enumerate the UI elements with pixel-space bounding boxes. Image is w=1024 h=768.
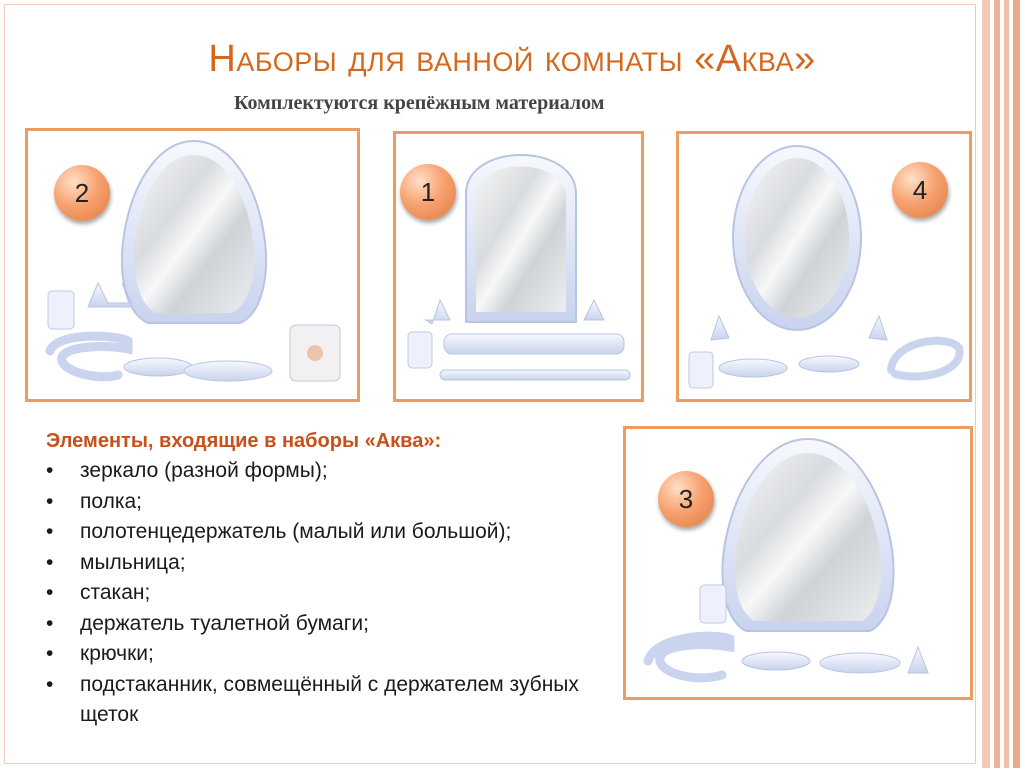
flower-decor (307, 345, 323, 361)
decor-stripe (1004, 0, 1009, 768)
glass-cup (699, 584, 727, 624)
set-4-illustration (688, 145, 964, 389)
set-1-panel: 1 (393, 131, 644, 402)
set-1-illustration (407, 154, 631, 381)
decor-stripe (982, 0, 990, 768)
slide-subtitle: Комплектуются крепёжным материалом (234, 92, 605, 114)
slide-frame (4, 4, 976, 764)
slide-title: Наборы для ванной комнаты «Аква» (208, 38, 816, 80)
decor-stripe (1013, 0, 1020, 768)
hook (583, 298, 605, 321)
soap-dish (123, 357, 193, 377)
hook (87, 281, 133, 308)
mirror-glass (745, 158, 849, 318)
toothbrush-holder (718, 358, 788, 378)
shelf (443, 333, 625, 355)
list-item: полка; (46, 487, 626, 518)
towel-bar (439, 369, 631, 381)
towel-ring (45, 331, 133, 382)
list-item: полотенцедержатель (малый или большой); (46, 517, 626, 548)
list-item: подстаканник, совмещённый с держателем з… (46, 670, 626, 731)
mirror-glass (735, 453, 881, 621)
hook (868, 314, 888, 341)
list-item: держатель туалетной бумаги; (46, 609, 626, 640)
toothbrush-holder (819, 652, 901, 674)
elements-heading: Элементы, входящие в наборы «Аква»: (46, 430, 442, 452)
mirror-glass (476, 166, 566, 312)
elements-items: зеркало (разной формы); полка; полотенце… (46, 456, 626, 731)
hook (424, 298, 451, 325)
list-item: крючки; (46, 639, 626, 670)
set-3-panel: 3 (623, 426, 973, 700)
glass-cup (407, 331, 433, 369)
soap-dish (798, 355, 860, 373)
hook (710, 314, 730, 341)
set-2-badge: 2 (54, 165, 110, 221)
glass-cup (688, 351, 714, 389)
list-item: стакан; (46, 578, 626, 609)
set-3-illustration (643, 437, 929, 683)
towel-ring (643, 631, 735, 683)
set-2-illustration (45, 139, 341, 382)
toothbrush-holder (183, 360, 273, 382)
set-4-badge: 4 (892, 162, 948, 218)
glass-cup (47, 290, 75, 330)
set-2-panel: 2 (25, 128, 360, 402)
towel-ring (887, 336, 964, 381)
soap-dish (741, 651, 811, 671)
set-4-panel: 4 (676, 131, 972, 402)
list-item: зеркало (разной формы); (46, 456, 626, 487)
decor-stripe (994, 0, 1000, 768)
mirror-glass (134, 155, 254, 313)
set-1-badge: 1 (400, 164, 456, 220)
elements-list: Элементы, входящие в наборы «Аква»: зерк… (46, 426, 626, 731)
set-3-badge: 3 (658, 471, 714, 527)
list-item: мыльница; (46, 548, 626, 579)
hook (907, 645, 929, 674)
